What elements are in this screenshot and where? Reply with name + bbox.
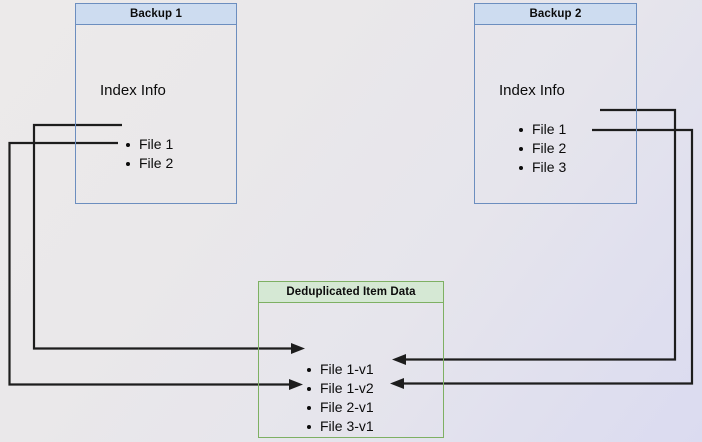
dedup-body: File 1-v1 File 1-v2 File 2-v1 File 3-v1: [258, 303, 444, 438]
backup2-box[interactable]: Backup 2 Index Info File 1 File 2 File 3: [474, 3, 637, 204]
backup1-body: Index Info File 1 File 2: [75, 25, 237, 204]
backup2-title: Backup 2: [474, 3, 637, 25]
backup2-caption: Index Info: [499, 82, 565, 99]
backup2-body: Index Info File 1 File 2 File 3: [474, 25, 637, 204]
list-item[interactable]: File 1: [516, 120, 566, 139]
connector-backup1-file1-to-file1v1: [32, 123, 305, 354]
connector-backup2-file2-to-file2v1: [390, 128, 694, 389]
list-item[interactable]: File 1: [123, 135, 173, 154]
list-item[interactable]: File 1-v2: [304, 379, 374, 398]
deduplicated-item-data-box[interactable]: Deduplicated Item Data File 1-v1 File 1-…: [258, 281, 444, 438]
dedup-item-list: File 1-v1 File 1-v2 File 2-v1 File 3-v1: [304, 360, 374, 436]
list-item[interactable]: File 3: [516, 158, 566, 177]
list-item[interactable]: File 2: [516, 139, 566, 158]
backup1-title: Backup 1: [75, 3, 237, 25]
backup2-file-list: File 1 File 2 File 3: [516, 120, 566, 177]
backup1-box[interactable]: Backup 1 Index Info File 1 File 2: [75, 3, 237, 204]
list-item[interactable]: File 1-v1: [304, 360, 374, 379]
backup1-caption: Index Info: [100, 82, 166, 99]
connector-backup2-file1-to-file1v2: [392, 108, 677, 365]
backup1-file-list: File 1 File 2: [123, 135, 173, 173]
list-item[interactable]: File 2: [123, 154, 173, 173]
list-item[interactable]: File 2-v1: [304, 398, 374, 417]
connector-backup1-file2-to-file2v1: [8, 141, 303, 390]
dedup-title: Deduplicated Item Data: [258, 281, 444, 303]
list-item[interactable]: File 3-v1: [304, 417, 374, 436]
